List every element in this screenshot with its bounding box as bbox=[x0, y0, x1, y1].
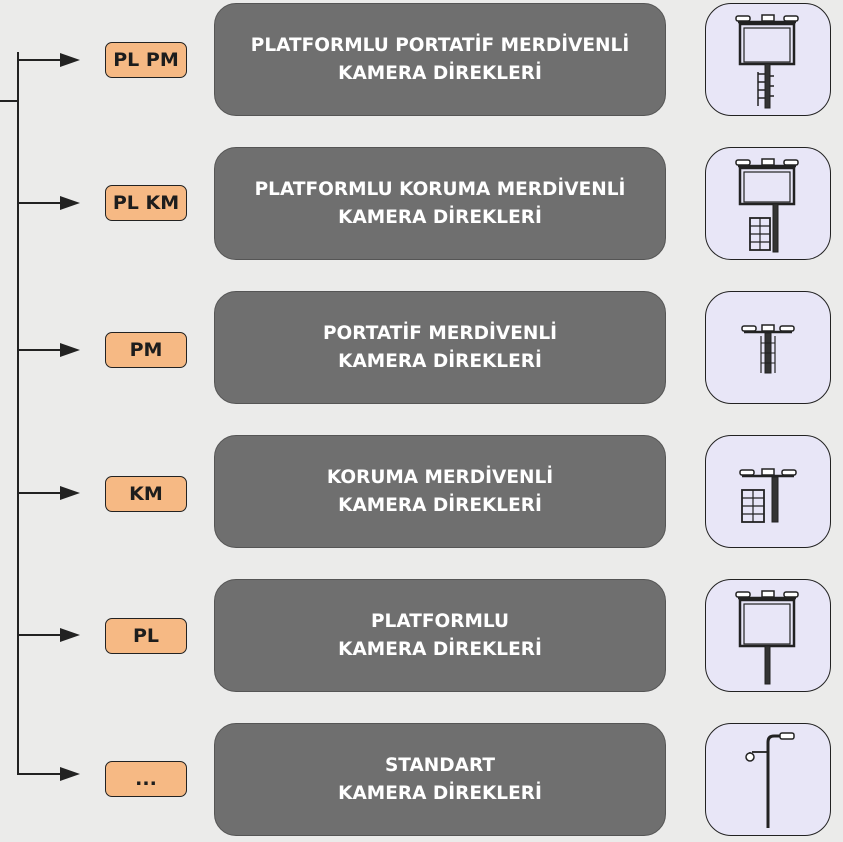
category-title-line1: PLATFORMLU PORTATİF MERDİVENLİ bbox=[250, 34, 630, 56]
arrow-head-icon bbox=[60, 628, 80, 642]
category-icon-box[interactable] bbox=[705, 3, 831, 116]
category-icon-box[interactable] bbox=[705, 579, 831, 692]
arrow-head-icon bbox=[60, 53, 80, 67]
category-title-line2: KAMERA DİREKLERİ bbox=[338, 206, 542, 228]
category-row: PL PM PLATFORMLU PORTATİF MERDİVENLİ KAM… bbox=[0, 0, 843, 116]
platform-pole-icon bbox=[735, 589, 799, 684]
category-title-box[interactable]: PLATFORMLU PORTATİF MERDİVENLİ KAMERA Dİ… bbox=[214, 3, 666, 116]
branch-connector bbox=[17, 202, 65, 204]
category-code-badge[interactable]: PM bbox=[105, 332, 187, 368]
category-title-line1: PORTATİF MERDİVENLİ bbox=[323, 322, 557, 344]
category-title-line1: KORUMA MERDİVENLİ bbox=[326, 466, 554, 488]
category-icon-box[interactable] bbox=[705, 723, 831, 836]
standard-pole-icon bbox=[745, 731, 795, 828]
category-code-badge[interactable]: KM bbox=[105, 476, 187, 512]
category-row: PL PLATFORMLU KAMERA DİREKLERİ bbox=[0, 578, 843, 694]
branch-connector bbox=[17, 349, 65, 351]
category-title-line1: PLATFORMLU KORUMA MERDİVENLİ bbox=[254, 178, 626, 200]
platform-portable-ladder-pole-icon bbox=[735, 13, 799, 108]
category-row: ... STANDART KAMERA DİREKLERİ bbox=[0, 722, 843, 838]
category-code-badge[interactable]: PL bbox=[105, 618, 187, 654]
platform-cage-ladder-pole-icon bbox=[735, 157, 799, 252]
category-code-badge[interactable]: ... bbox=[105, 761, 187, 797]
category-title-box[interactable]: STANDART KAMERA DİREKLERİ bbox=[214, 723, 666, 836]
arrow-head-icon bbox=[60, 486, 80, 500]
branch-connector bbox=[17, 59, 65, 61]
category-title-line2: KAMERA DİREKLERİ bbox=[338, 350, 542, 372]
category-title-box[interactable]: PLATFORMLU KAMERA DİREKLERİ bbox=[214, 579, 666, 692]
category-title-line2: KAMERA DİREKLERİ bbox=[338, 782, 542, 804]
category-title-line2: KAMERA DİREKLERİ bbox=[338, 494, 542, 516]
category-code-badge[interactable]: PL PM bbox=[105, 42, 187, 78]
root-connector bbox=[0, 100, 19, 102]
branch-connector bbox=[17, 634, 65, 636]
category-title-box[interactable]: PORTATİF MERDİVENLİ KAMERA DİREKLERİ bbox=[214, 291, 666, 404]
category-row: PL KM PLATFORMLU KORUMA MERDİVENLİ KAMER… bbox=[0, 145, 843, 261]
category-row: KM KORUMA MERDİVENLİ KAMERA DİREKLERİ bbox=[0, 434, 843, 550]
category-icon-box[interactable] bbox=[705, 291, 831, 404]
category-title-box[interactable]: KORUMA MERDİVENLİ KAMERA DİREKLERİ bbox=[214, 435, 666, 548]
arrow-head-icon bbox=[60, 343, 80, 357]
category-title-line2: KAMERA DİREKLERİ bbox=[338, 638, 542, 660]
branch-connector bbox=[17, 773, 65, 775]
tree-spine bbox=[17, 52, 19, 773]
arrow-head-icon bbox=[60, 196, 80, 210]
category-code-badge[interactable]: PL KM bbox=[105, 185, 187, 221]
arrow-head-icon bbox=[60, 767, 80, 781]
category-title-box[interactable]: PLATFORMLU KORUMA MERDİVENLİ KAMERA DİRE… bbox=[214, 147, 666, 260]
category-title-line1: PLATFORMLU bbox=[370, 610, 510, 632]
category-icon-box[interactable] bbox=[705, 435, 831, 548]
category-icon-box[interactable] bbox=[705, 147, 831, 260]
portable-ladder-pole-icon bbox=[741, 323, 795, 373]
branch-connector bbox=[17, 492, 65, 494]
cage-ladder-pole-icon bbox=[739, 467, 797, 523]
category-row: PM PORTATİF MERDİVENLİ KAMERA DİREKLERİ bbox=[0, 290, 843, 406]
category-title-line1: STANDART bbox=[384, 754, 495, 776]
category-title-line2: KAMERA DİREKLERİ bbox=[338, 62, 542, 84]
